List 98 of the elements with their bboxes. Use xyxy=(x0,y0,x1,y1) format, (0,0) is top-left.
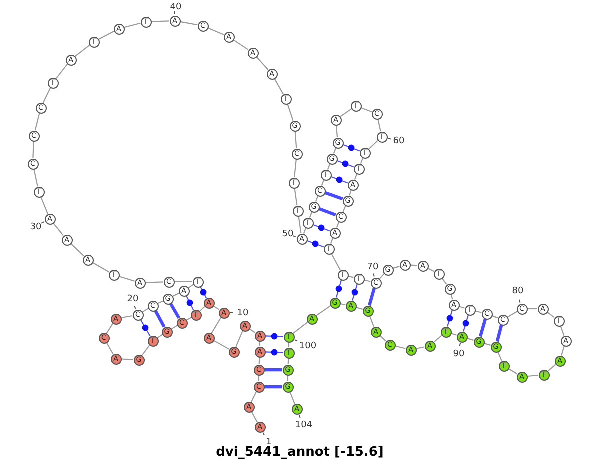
backbone-line xyxy=(315,196,319,202)
backbone-line xyxy=(158,300,164,304)
backbone-line xyxy=(119,276,135,282)
backbone-line xyxy=(40,196,48,214)
base-pair-thick-line xyxy=(154,310,166,328)
backbone-line xyxy=(527,374,539,378)
backbone-line xyxy=(293,322,308,334)
backbone-line xyxy=(290,392,296,404)
backbone-line xyxy=(368,140,378,150)
backbone-line xyxy=(121,358,134,360)
backbone-line xyxy=(92,262,110,273)
backbone-line xyxy=(360,107,372,113)
backbone-line xyxy=(378,119,382,132)
position-number: 50 xyxy=(282,230,294,240)
position-number: 30 xyxy=(30,224,42,232)
position-number: 20 xyxy=(127,296,139,304)
base-pair-thick-line xyxy=(318,207,336,217)
backbone-line xyxy=(294,188,298,206)
caption: dvi_5441_annot [-15.6] xyxy=(215,446,385,459)
backbone-line xyxy=(560,326,565,336)
position-number: 40 xyxy=(170,4,182,12)
position-number: 90 xyxy=(453,350,465,360)
backbone-line xyxy=(200,306,206,312)
backbone-line xyxy=(342,206,346,212)
backbone-line xyxy=(369,316,375,328)
backbone-line xyxy=(548,364,556,372)
backbone-line xyxy=(208,28,224,36)
backbone-line xyxy=(106,342,114,354)
base-pair-thick-line xyxy=(324,191,344,201)
backbone-line xyxy=(42,88,52,104)
base-pair-thick-line xyxy=(169,302,181,320)
backbone-line xyxy=(393,266,400,269)
backbone-line xyxy=(34,169,38,187)
backbone-line xyxy=(236,330,244,348)
backbone-line xyxy=(354,174,358,180)
base-pair-thick-line xyxy=(264,385,282,389)
backbone-line xyxy=(53,222,64,236)
backbone-line xyxy=(333,148,337,154)
backbone-line xyxy=(395,346,406,350)
backbone-line xyxy=(142,345,150,356)
backbone-line xyxy=(145,282,164,284)
backbone-line xyxy=(528,308,538,310)
backbone-line xyxy=(211,317,222,334)
backbone-line xyxy=(142,308,149,313)
backbone-line xyxy=(336,125,338,138)
backbone-line xyxy=(287,104,294,121)
backbone-line xyxy=(34,113,40,131)
backbone-line xyxy=(124,22,141,28)
backbone-line xyxy=(507,311,518,318)
backbone-line xyxy=(379,274,385,280)
backbone-line xyxy=(180,21,198,26)
backbone-line xyxy=(250,392,258,402)
backbone-line xyxy=(434,335,442,343)
position-number: 104 xyxy=(295,422,313,430)
backbone-line xyxy=(151,20,170,22)
backbone-line xyxy=(294,159,297,178)
backbone-line xyxy=(214,340,230,350)
backbone-line xyxy=(330,238,334,244)
base-pair-thick-line xyxy=(478,318,488,338)
backbone-line xyxy=(256,56,269,70)
backbone-line xyxy=(56,64,68,79)
backbone-line xyxy=(508,368,518,375)
backbone-line xyxy=(32,141,34,159)
backbone-line xyxy=(327,164,331,170)
backbone-line xyxy=(348,276,354,278)
position-number: 80 xyxy=(512,288,524,296)
backbone-line xyxy=(174,281,192,283)
backbone-line xyxy=(561,346,565,356)
backbone-line xyxy=(298,216,302,234)
backbone-line xyxy=(75,44,90,58)
backbone-line xyxy=(340,108,352,118)
backbone-line xyxy=(349,190,352,196)
backbone-line xyxy=(233,40,249,50)
backbone-line xyxy=(336,222,340,228)
backbone-line xyxy=(498,352,502,362)
backbone-line xyxy=(331,254,341,270)
backbone-line xyxy=(309,212,313,218)
position-number: 70 xyxy=(367,264,379,272)
position-number: 10 xyxy=(237,310,249,318)
backbone-line xyxy=(171,325,178,330)
base-pair-thick-line xyxy=(264,368,282,372)
backbone-line xyxy=(274,78,284,94)
backbone-line xyxy=(547,312,555,318)
backbone-line xyxy=(360,158,364,164)
base-pair-thick-line xyxy=(496,324,504,342)
backbone-line xyxy=(98,31,114,40)
backbone-line xyxy=(303,228,307,234)
backbone-line xyxy=(316,306,331,316)
backbone-line xyxy=(251,412,258,422)
position-number: 1 xyxy=(266,438,272,448)
backbone-line xyxy=(70,243,84,257)
position-number: 60 xyxy=(393,138,405,146)
base-pair-thick-line xyxy=(368,288,376,306)
position-number: 100 xyxy=(299,342,317,352)
backbone-line xyxy=(294,131,298,149)
backbone-line xyxy=(106,323,114,334)
backbone-line xyxy=(121,315,133,319)
backbone-line xyxy=(321,180,325,186)
